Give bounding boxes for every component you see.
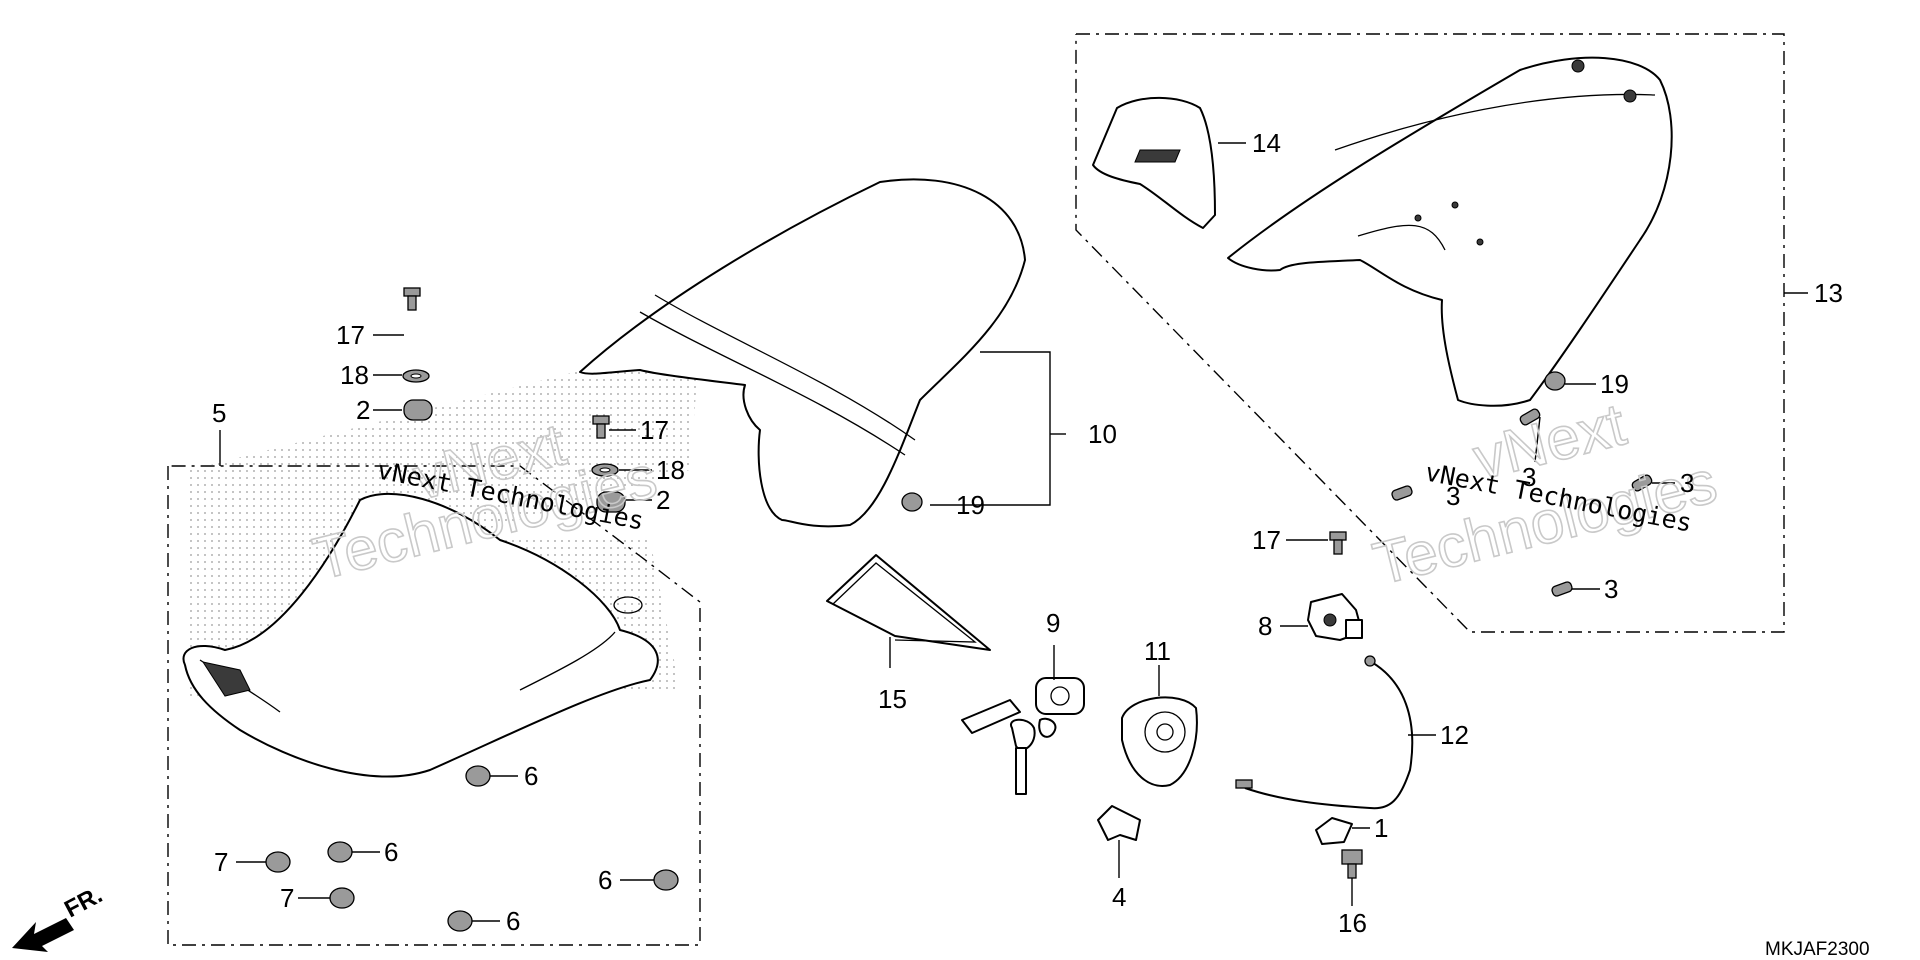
cushion-7-b[interactable] (329, 887, 355, 909)
washer-18-a[interactable] (402, 369, 430, 383)
callout-19-b: 19 (1600, 369, 1629, 399)
pillion-seat[interactable] (579, 178, 1026, 528)
pillion-seat-cowl[interactable] (1227, 56, 1673, 407)
seat-lock-mechanism[interactable] (1307, 593, 1363, 641)
callout-labels: 17 18 2 5 17 18 2 10 19 14 13 19 3 3 3 3… (212, 128, 1843, 938)
callout-6-c: 6 (598, 865, 612, 895)
callout-11: 11 (1144, 636, 1171, 666)
callout-18-a: 18 (340, 360, 369, 390)
grommet-2-a[interactable] (403, 399, 433, 421)
rubber-3-c[interactable] (1631, 474, 1653, 493)
rubber-3-b[interactable] (1391, 485, 1413, 501)
callout-16: 16 (1338, 908, 1367, 938)
lock-stay[interactable] (1315, 817, 1353, 845)
callout-6-d: 6 (506, 906, 520, 936)
bolt-17-a[interactable] (403, 287, 421, 311)
callout-9: 9 (1046, 608, 1060, 638)
washer-18-b[interactable] (591, 463, 619, 477)
front-arrow-icon (12, 918, 74, 952)
callout-7-b: 7 (280, 883, 294, 913)
front-marker-text: FR. (60, 881, 107, 923)
callout-15: 15 (878, 684, 907, 714)
damper-19-b[interactable] (1544, 371, 1566, 391)
callout-4: 4 (1112, 882, 1126, 912)
pillion-cover-kit-boundary (1075, 33, 1785, 633)
stay-bolt[interactable] (1341, 849, 1363, 879)
callout-3-c: 3 (1680, 468, 1694, 498)
front-direction-marker: FR. (12, 881, 107, 952)
callout-19-a: 19 (956, 490, 985, 520)
callout-2-a: 2 (356, 395, 370, 425)
bolt-17-b[interactable] (592, 415, 610, 439)
seat-kit-boundary (167, 465, 701, 946)
callout-1: 1 (1374, 813, 1388, 843)
callout-6-b: 6 (384, 837, 398, 867)
callout-2-b: 2 (656, 485, 670, 515)
callout-17-b: 17 (640, 415, 669, 445)
bolt-17-c[interactable] (1329, 531, 1347, 555)
diagram-code: MKJAF2300 (1765, 939, 1870, 960)
cushion-6-d[interactable] (447, 910, 473, 932)
callout-3-b: 3 (1446, 481, 1460, 511)
callout-5: 5 (212, 398, 226, 428)
callout-17-a: 17 (336, 320, 365, 350)
rubber-3-d[interactable] (1551, 581, 1573, 597)
cushion-7-a[interactable] (265, 851, 291, 873)
cushion-6-c[interactable] (653, 869, 679, 891)
callout-6-a: 6 (524, 761, 538, 791)
front-seat[interactable] (182, 492, 659, 778)
cushion-6-b[interactable] (327, 841, 353, 863)
cushion-6-a[interactable] (465, 765, 491, 787)
leader-lines (219, 142, 1808, 922)
clip[interactable] (1097, 805, 1141, 841)
callout-7-a: 7 (214, 847, 228, 877)
seat-lock-key-set[interactable] (961, 677, 1085, 795)
seat-lock-cable[interactable] (1235, 655, 1414, 810)
pillion-cover-tab[interactable] (1092, 96, 1216, 229)
damper-19-a[interactable] (901, 492, 923, 512)
callout-12: 12 (1440, 720, 1469, 750)
callout-14: 14 (1252, 128, 1281, 158)
callout-18-b: 18 (656, 455, 685, 485)
callout-17-c: 17 (1252, 525, 1281, 555)
rubber-3-a[interactable] (1519, 408, 1541, 427)
lock-cover[interactable] (1121, 696, 1198, 787)
seat-support-wire[interactable] (826, 554, 991, 651)
callout-3-d: 3 (1604, 574, 1618, 604)
callout-3-a: 3 (1522, 462, 1536, 492)
grommet-2-b[interactable] (596, 491, 626, 513)
callout-13: 13 (1814, 278, 1843, 308)
callout-10: 10 (1088, 419, 1117, 449)
callout-8: 8 (1258, 611, 1272, 641)
